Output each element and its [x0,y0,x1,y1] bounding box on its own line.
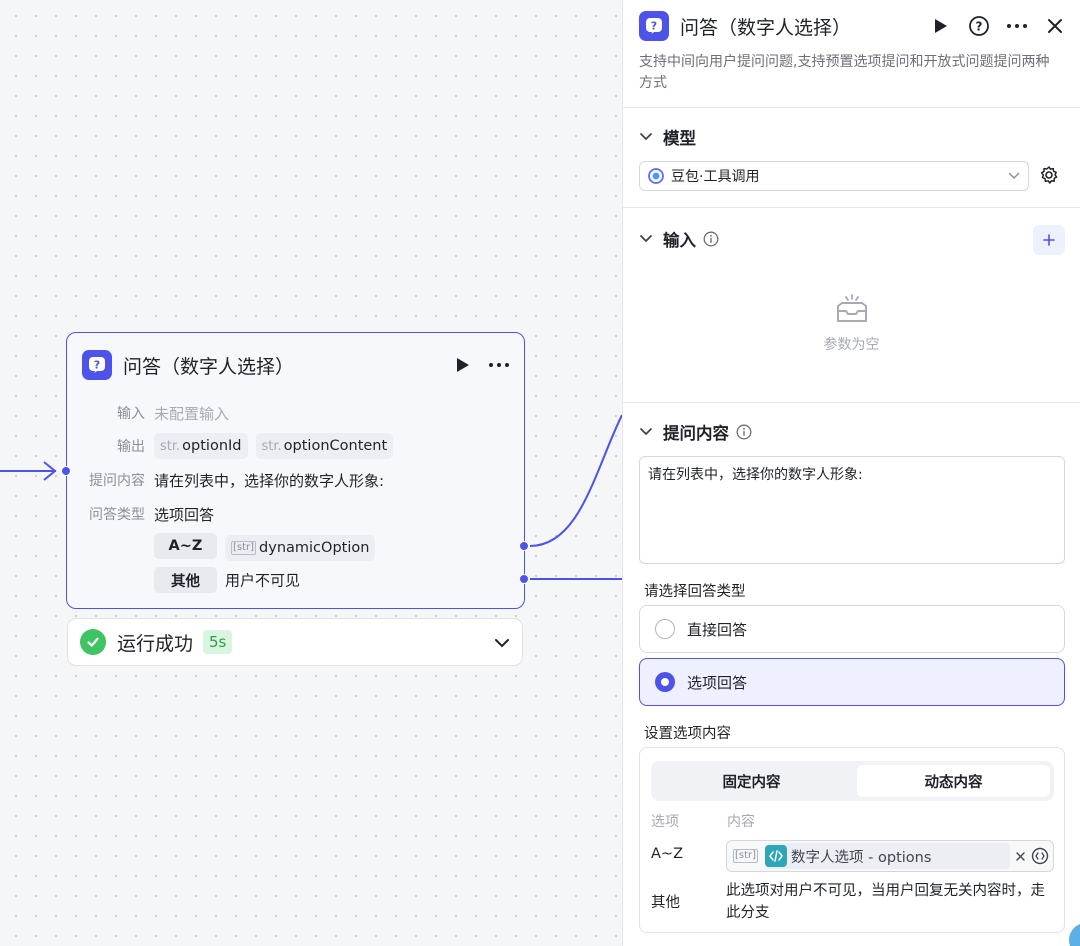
model-section-header[interactable]: 模型 [639,123,696,151]
node-question-row: 提问内容 请在列表中，选择你的数字人形象: [89,471,385,490]
question-icon: ? [82,350,112,380]
check-circle-icon [80,629,106,655]
chevron-down-icon[interactable] [639,427,653,437]
options-setting-box: 固定内容 动态内容 选项 内容 A~Z [str] 数字人选项 - option… [639,747,1065,933]
empty-box-icon [836,294,867,322]
input-section-header[interactable]: 输入 [639,225,719,253]
variable-picker-icon[interactable] [1031,847,1049,865]
help-icon[interactable]: ? [968,15,990,37]
close-icon[interactable] [1044,15,1066,37]
play-icon[interactable] [452,354,474,376]
panel-header: ? 问答（数字人选择） ? [639,10,1066,42]
options-mode-tabs: 固定内容 动态内容 [651,761,1054,801]
code-icon [765,845,788,867]
svg-text:?: ? [976,20,983,34]
option-value-tag: [str]dynamicOption [225,535,376,561]
node-input-port[interactable] [61,466,71,476]
input-empty-state: 参数为空 [623,292,1080,354]
options-col-content: 内容 [727,814,755,830]
divider [623,402,1080,403]
option-key-tag: A~Z [154,533,217,559]
gear-icon[interactable] [1039,165,1059,189]
panel-title: 问答（数字人选择） [680,16,852,39]
svg-text:?: ? [94,359,100,372]
options-col-option: 选项 [651,814,679,830]
model-select-value: 豆包·工具调用 [671,169,760,185]
node-title: 问答（数字人选择） [123,355,295,378]
add-input-button[interactable] [1033,225,1065,255]
input-empty-text: 参数为空 [823,337,880,353]
node-settings-panel: ? 问答（数字人选择） ? 支持中间向用户提问问题,支持预置选项提问和开放式问题… [622,0,1080,946]
more-icon[interactable] [1006,15,1028,37]
node-option-row-other: 其他用户不可见 [67,567,524,593]
divider [623,207,1080,208]
question-section-header[interactable]: 提问内容 [639,418,752,446]
run-status-bar[interactable]: 运行成功 5s [67,618,523,666]
question-icon: ? [639,11,669,41]
run-duration-badge: 5s [203,630,233,654]
array-type-icon: [str] [733,849,759,863]
chevron-down-icon[interactable] [494,633,510,652]
node-answer-type-value: 选项回答 [154,505,215,524]
more-icon[interactable] [488,354,510,376]
answer-type-direct-option[interactable]: 直接回答 [639,605,1065,653]
answer-type-option-option[interactable]: 选项回答 [639,658,1065,706]
option-other-description: 此选项对用户不可见，当用户回复无关内容时，走此分支 [726,883,1045,921]
doubao-logo-icon [648,168,664,184]
node-option-port-other[interactable] [519,574,529,584]
output-tag: str.optionContent [255,433,394,459]
model-section-title: 模型 [663,129,696,148]
answer-type-label: 请选择回答类型 [644,584,746,600]
option-key-az: A~Z [651,846,684,862]
node-option-row-az: A~Z [str]dynamicOption [67,533,524,561]
chevron-down-icon[interactable] [639,132,653,142]
question-section-title: 提问内容 [663,424,729,443]
play-icon[interactable] [930,15,952,37]
option-other-value: 用户不可见 [225,571,301,590]
variable-chip: 数字人选项 - options [765,843,1010,869]
model-select[interactable]: 豆包·工具调用 [639,161,1029,191]
tab-fixed-content[interactable]: 固定内容 [722,774,781,791]
chevron-down-icon[interactable] [639,234,653,244]
info-icon[interactable] [736,424,752,440]
run-status-text: 运行成功 [117,632,194,655]
node-answer-type-row: 问答类型 选项回答 [89,505,215,524]
clear-icon[interactable] [1016,851,1025,861]
options-setting-label: 设置选项内容 [644,726,731,742]
node-option-port-az[interactable] [519,541,529,551]
radio-button[interactable] [655,619,675,639]
node-header: ? 问答（数字人选择） [82,350,510,380]
info-icon[interactable] [703,231,719,247]
divider [623,107,1080,108]
dynamic-option-variable-input[interactable]: [str] 数字人选项 - options [726,840,1054,872]
chevron-down-icon [1008,172,1020,180]
tab-dynamic-content[interactable]: 动态内容 [857,765,1050,797]
svg-text:?: ? [651,20,657,33]
panel-description: 支持中间向用户提问问题,支持预置选项提问和开放式问题提问两种方式 [639,54,1050,91]
question-textarea[interactable]: 请在列表中，选择你的数字人形象: [639,456,1065,564]
radio-button[interactable] [655,672,675,692]
input-section-title: 输入 [663,231,696,250]
option-key-other: 其他 [651,895,680,911]
node-question-value: 请在列表中，选择你的数字人形象: [154,471,385,490]
output-tag: str.optionId [154,433,248,459]
node-input-row: 输入 未配置输入 [117,404,230,423]
plus-icon [1043,234,1055,246]
node-input-value: 未配置输入 [154,404,230,423]
option-key-tag: 其他 [154,567,217,593]
